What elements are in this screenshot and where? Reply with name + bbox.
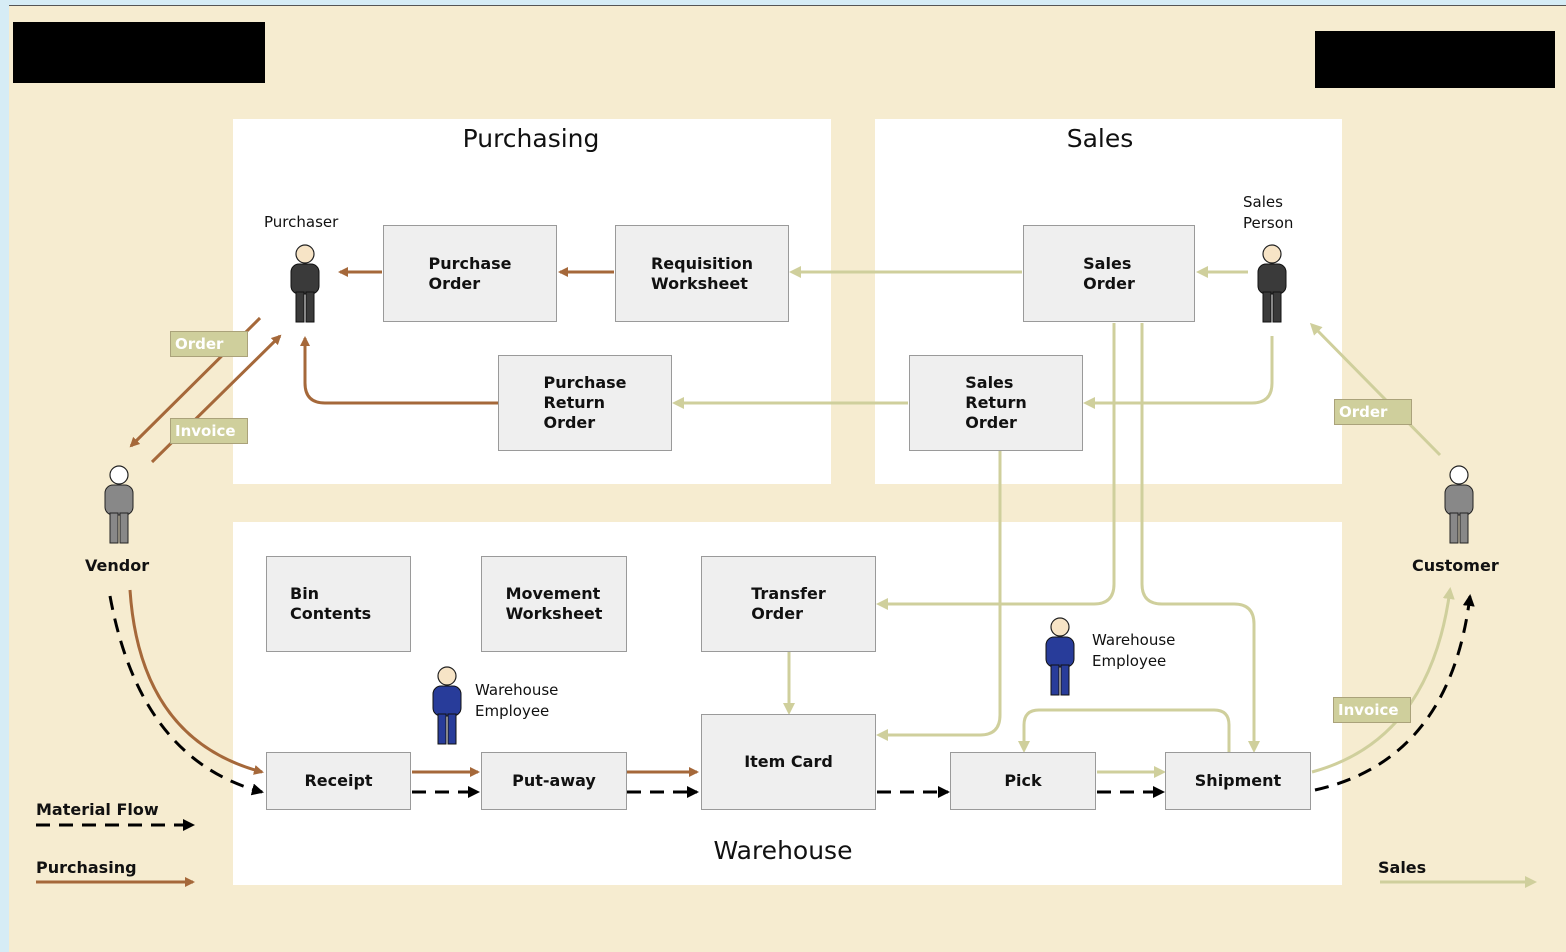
purchase-return-order-box[interactable]: Purchase Return Order	[498, 355, 672, 451]
warehouse-employee-icon	[432, 666, 462, 745]
vendor-label: Vendor	[85, 556, 150, 575]
customer-label: Customer	[1412, 556, 1499, 575]
customer-person-icon	[1444, 465, 1474, 544]
purchasing-title: Purchasing	[462, 124, 600, 153]
material-flows	[36, 594, 1475, 831]
receipt-box[interactable]: Receipt	[266, 752, 411, 810]
warehouse-employee-icon	[1045, 617, 1075, 696]
vendor-invoice-tag: Invoice	[170, 418, 248, 444]
purchaser-person-icon	[290, 244, 320, 323]
redacted-logo-left	[13, 22, 265, 83]
legend-purchasing-label: Purchasing	[36, 858, 137, 877]
vendor-person-icon	[104, 465, 134, 544]
legend-sales-label: Sales	[1378, 858, 1427, 877]
transfer-order-box[interactable]: Transfer Order	[701, 556, 876, 652]
warehouse-title: Warehouse	[713, 836, 853, 865]
customer-invoice-tag: Invoice	[1333, 697, 1411, 723]
requisition-worksheet-box[interactable]: Requisition Worksheet	[615, 225, 789, 322]
legend-material-flow-label: Material Flow	[36, 800, 159, 819]
sales-person-label: Sales Person	[1243, 193, 1294, 232]
shipment-box[interactable]: Shipment	[1165, 752, 1311, 810]
redacted-logo-right	[1315, 31, 1555, 88]
item-card-box[interactable]: Item Card	[701, 714, 876, 810]
sales-person-icon	[1257, 244, 1287, 323]
pick-box[interactable]: Pick	[950, 752, 1096, 810]
bin-contents-box[interactable]: Bin Contents	[266, 556, 411, 652]
sales-title: Sales	[1066, 124, 1134, 153]
put-away-box[interactable]: Put-away	[481, 752, 627, 810]
purchase-order-box[interactable]: Purchase Order	[383, 225, 557, 322]
sales-order-box[interactable]: Sales Order	[1023, 225, 1195, 322]
warehouse-employee-label: Warehouse Employee	[475, 681, 559, 720]
warehouse-employee-label: Warehouse Employee	[1092, 631, 1176, 670]
customer-order-tag: Order	[1334, 399, 1412, 425]
movement-worksheet-box[interactable]: Movement Worksheet	[481, 556, 627, 652]
vendor-order-tag: Order	[170, 331, 248, 357]
purchaser-label: Purchaser	[264, 213, 339, 231]
sales-return-order-box[interactable]: Sales Return Order	[909, 355, 1083, 451]
